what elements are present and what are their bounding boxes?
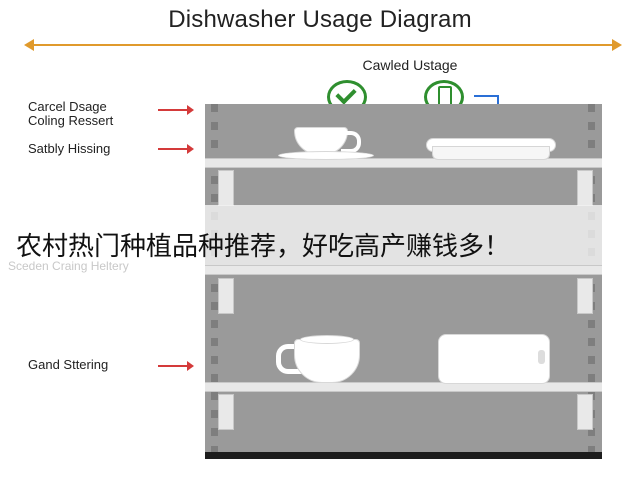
shelf-bracket: [577, 170, 593, 206]
top-usage-label: Cawled Ustage: [362, 57, 458, 73]
mug-handle: [276, 344, 303, 374]
side-label-2: Coling Ressert: [28, 113, 114, 128]
shelf-base: [205, 452, 602, 459]
shelf-bracket: [577, 394, 593, 430]
width-arrow-right-head: [612, 39, 622, 51]
red-arrow-2: [158, 144, 194, 154]
mug-icon: [294, 339, 360, 383]
shelf-bracket: [218, 170, 234, 206]
container-icon: [438, 334, 550, 384]
shelf-slot-column-left: [211, 104, 218, 454]
blue-connector-horizontal: [474, 95, 499, 97]
width-arrow-line: [30, 44, 615, 46]
mug-lid: [300, 335, 354, 344]
red-arrow-1: [158, 105, 194, 115]
shelf-board-lower: [205, 382, 602, 392]
shelf-board-middle: [205, 265, 602, 275]
shelf-bracket: [577, 278, 593, 314]
red-arrow-3: [158, 361, 194, 371]
saucer-icon: [278, 151, 374, 160]
dish-base: [432, 146, 550, 160]
side-label-1: Carcel Dsage: [28, 99, 107, 114]
side-label-3: Satbly Hissing: [28, 141, 111, 156]
overlay-banner-text: 农村热门种植品种推荐，好吃高产赚钱多！: [16, 232, 511, 262]
side-label-5: Gand Sttering: [28, 357, 109, 372]
overlay-banner: [0, 205, 640, 265]
shelf-bracket: [218, 278, 234, 314]
cup-handle: [341, 131, 361, 153]
width-arrow-left-head: [24, 39, 34, 51]
diagram-title: Dishwasher Usage Diagram: [168, 6, 472, 33]
shelf-bracket: [218, 394, 234, 430]
shelf-board-top: [205, 158, 602, 168]
container-knob: [538, 350, 545, 364]
side-label-4: Sceden Craing Heltery: [8, 259, 129, 273]
